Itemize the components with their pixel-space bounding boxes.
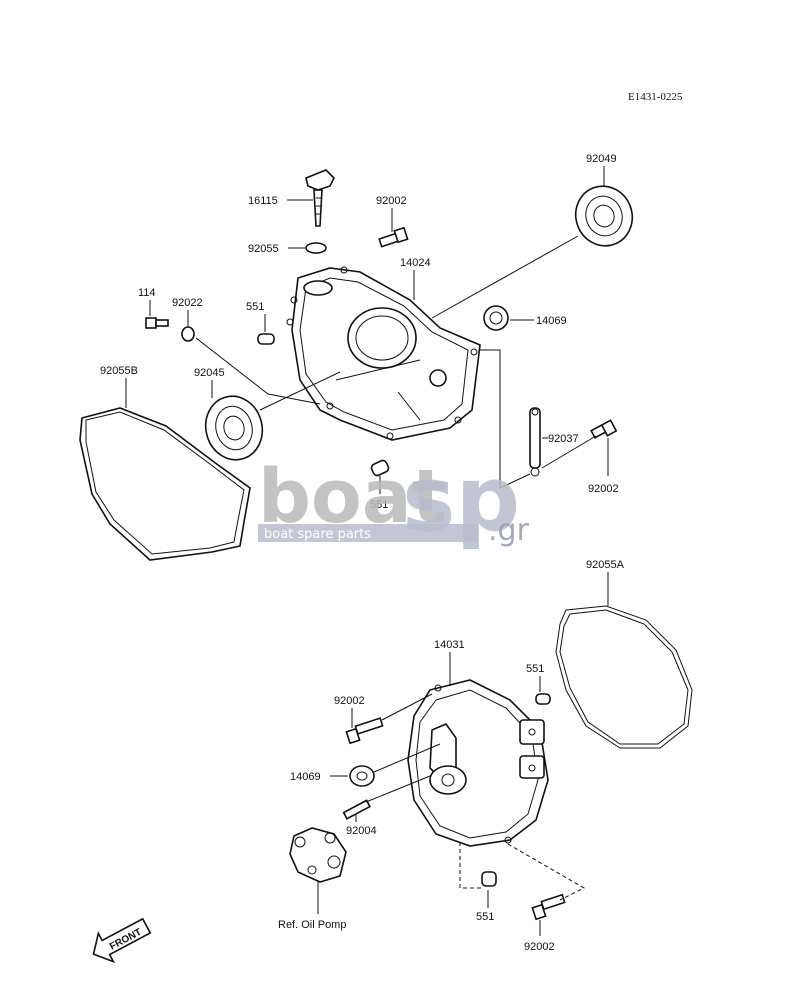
diagram-code: E1431-0225 xyxy=(628,91,683,103)
part-92002-bolt-top xyxy=(378,226,409,248)
part-92037-strap xyxy=(529,407,541,477)
part-14069-bushing-top xyxy=(483,305,509,331)
label-551-b: 551 xyxy=(370,499,388,511)
label-551-c: 551 xyxy=(526,663,544,675)
label-114: 114 xyxy=(138,287,156,299)
part-551-dowel-d xyxy=(481,871,497,887)
part-551-dowel-b xyxy=(370,459,390,477)
part-oil-pump-ref xyxy=(289,827,347,883)
part-14069-bushing-bot xyxy=(349,765,375,787)
part-92055B-gasket xyxy=(79,407,251,561)
label-92055: 92055 xyxy=(248,243,279,255)
label-ref-oil-pump: Ref. Oil Pomp xyxy=(278,919,346,931)
label-92055B: 92055B xyxy=(100,365,138,377)
part-14024-cover xyxy=(286,266,481,441)
label-551-a: 551 xyxy=(246,301,264,313)
part-92022-washer xyxy=(181,326,195,342)
label-92002-top: 92002 xyxy=(376,195,407,207)
part-551-dowel-c xyxy=(535,693,551,705)
label-92022: 92022 xyxy=(172,297,203,309)
label-92055A: 92055A xyxy=(586,559,625,571)
part-14031-cover xyxy=(407,679,549,847)
label-92004: 92004 xyxy=(346,825,377,837)
part-92002-bolt-bot xyxy=(531,893,566,921)
label-14031: 14031 xyxy=(434,639,465,651)
label-92002-right: 92002 xyxy=(588,483,619,495)
part-114-bolt xyxy=(145,317,169,329)
part-92002-bolt-mid xyxy=(345,717,384,745)
part-92045-bearing xyxy=(204,395,264,461)
label-14024: 14024 xyxy=(400,257,431,269)
watermark-tld: .gr xyxy=(488,513,530,548)
part-16115-dipstick xyxy=(305,169,335,227)
label-16115: 16115 xyxy=(248,195,278,207)
label-92037: 92037 xyxy=(548,433,579,445)
part-92002-bolt-right xyxy=(590,419,618,439)
front-arrow-icon: FRONT xyxy=(92,917,152,964)
label-92049: 92049 xyxy=(586,153,617,165)
label-92002-bot: 92002 xyxy=(524,941,555,953)
part-92049-oil-seal xyxy=(574,185,634,247)
watermark-tagline: boat spare parts xyxy=(264,527,371,542)
part-92004-stud xyxy=(342,799,371,820)
part-551-dowel-a xyxy=(257,333,275,345)
part-92055-o-ring xyxy=(305,242,327,254)
label-92002-mid: 92002 xyxy=(334,695,365,707)
label-92045: 92045 xyxy=(194,367,225,379)
part-92055A-gasket xyxy=(555,605,693,749)
watermark: boat sp .gr boat spare parts xyxy=(258,447,530,552)
label-14069-top: 14069 xyxy=(536,315,567,327)
label-14069-bot: 14069 xyxy=(290,771,321,783)
label-551-d: 551 xyxy=(476,911,494,923)
